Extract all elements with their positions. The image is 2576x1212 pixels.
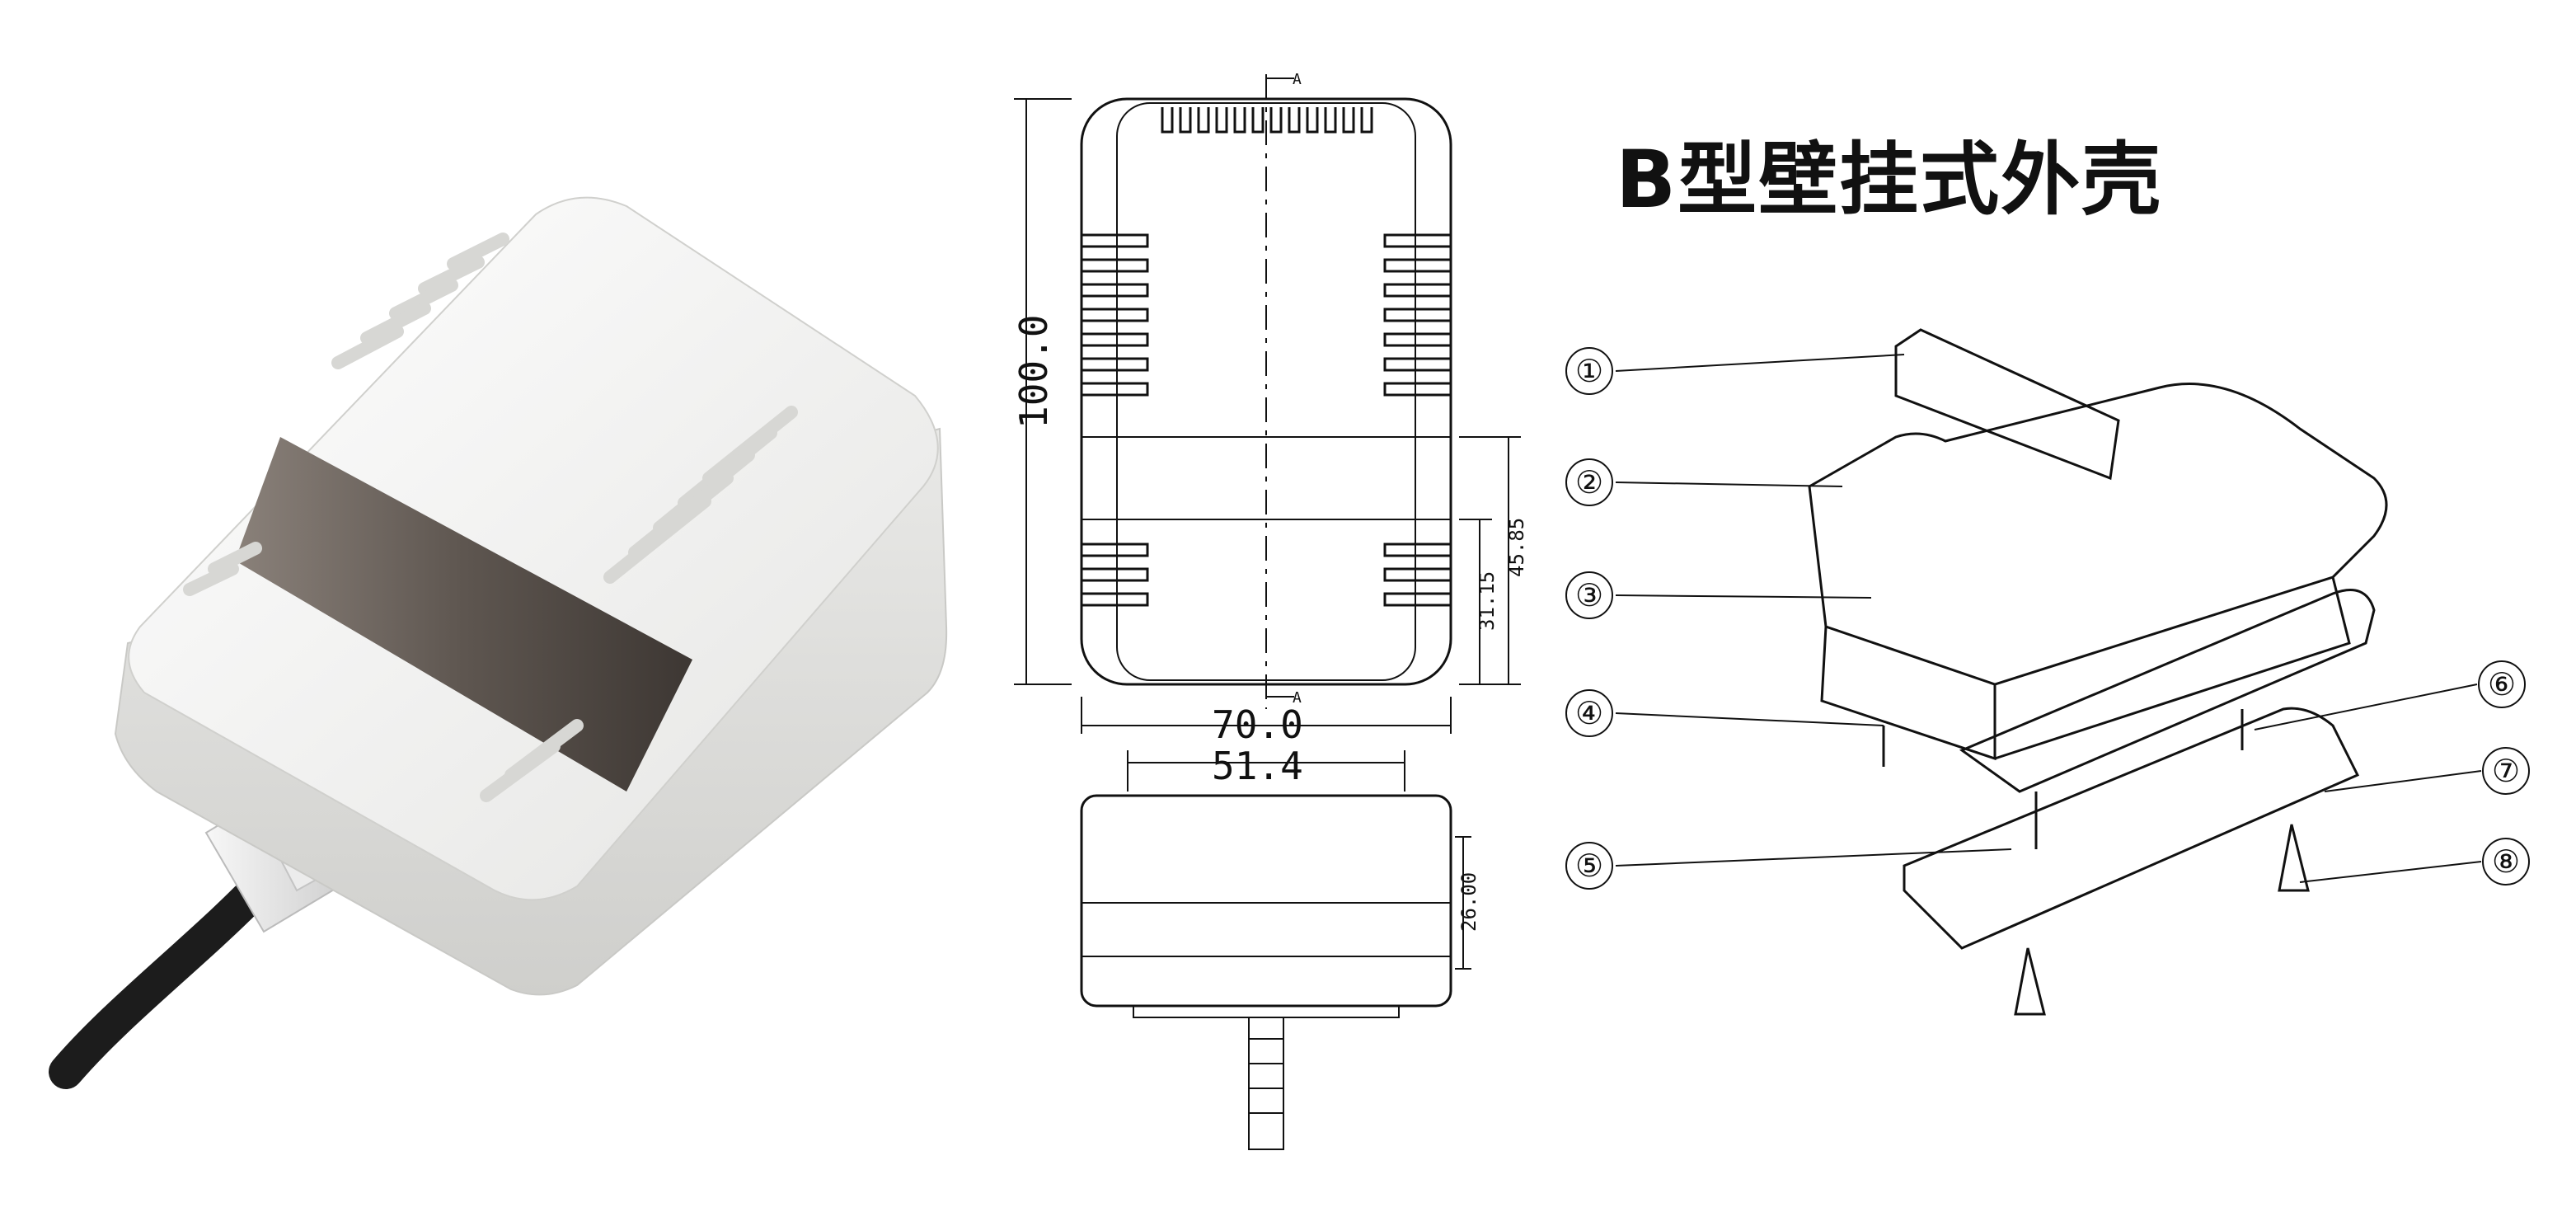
side-view-outline	[1080, 794, 1452, 1008]
section-mark-top: A	[1293, 71, 1302, 88]
section-mark-bottom: A	[1293, 689, 1302, 707]
part-labels: ① ② ③ ④ ⑤ ⑥ ⑦ ⑧	[1575, 353, 2520, 884]
part-label: ③	[1575, 577, 1603, 613]
housing-top	[128, 196, 939, 901]
part-cover	[1808, 383, 2388, 686]
dim-depth: 26.00	[1457, 872, 1480, 932]
vent-ridges	[183, 233, 798, 802]
side-vent-slots	[1080, 233, 1452, 607]
wall-anchors	[2014, 824, 2310, 1016]
dim-lower-height: 31.15	[1476, 571, 1499, 631]
part-mount-plate	[1903, 707, 2360, 950]
screws	[1882, 709, 2244, 849]
part-label: ⑤	[1575, 848, 1603, 884]
part-label: ②	[1575, 464, 1603, 500]
sensor-window	[235, 437, 692, 792]
wall-anchor	[1248, 1017, 1284, 1150]
dim-height: 100.0	[1011, 315, 1056, 429]
part-base	[1959, 589, 2376, 793]
callout-circles	[1565, 347, 2530, 890]
part-label: ⑧	[2492, 843, 2520, 880]
part-label: ⑥	[2488, 666, 2516, 702]
dim-upper-height: 45.85	[1505, 518, 1528, 577]
product-photo	[49, 196, 948, 1089]
dim-inner-width: 51.4	[1212, 744, 1303, 788]
leader-lines	[1615, 354, 2482, 883]
top-vent-slots	[1161, 107, 1373, 134]
dim-width: 70.0	[1212, 702, 1303, 747]
cable	[49, 881, 265, 1089]
exploded-view	[1565, 328, 2530, 1016]
part-label: ⑦	[2492, 753, 2520, 789]
part-label: ①	[1575, 353, 1603, 389]
part-label: ④	[1575, 695, 1603, 731]
technical-drawing	[1014, 74, 1521, 1150]
product-title: B型壁挂式外壳	[1616, 134, 2163, 226]
